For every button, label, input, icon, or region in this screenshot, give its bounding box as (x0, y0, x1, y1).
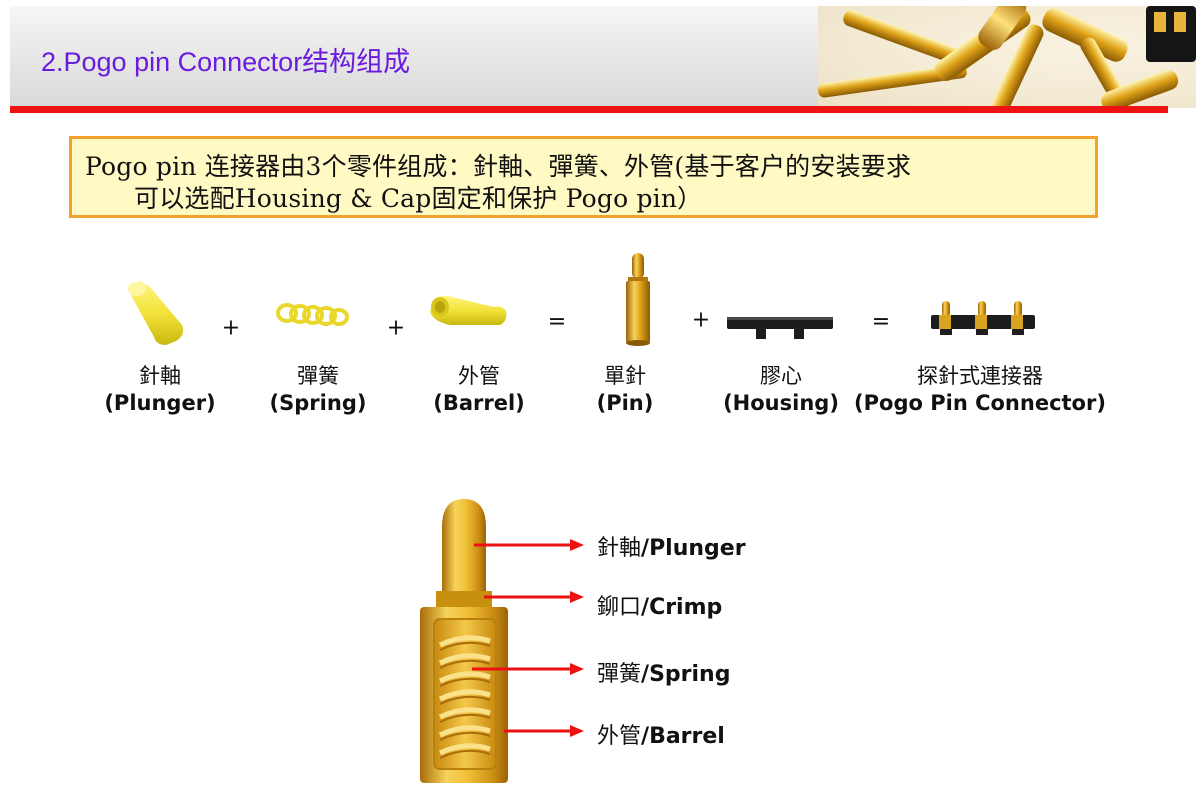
arrow-crimp (484, 591, 584, 603)
component-en: (Housing) (723, 391, 839, 415)
operator-plus-1: + (221, 315, 241, 341)
component-zh: 針軸 (138, 364, 181, 388)
label-zh: 外管 (597, 724, 642, 749)
header-red-rule (10, 106, 1168, 113)
arrow-barrel (504, 725, 584, 737)
label-sep: / (641, 595, 650, 620)
component-en: (Pin) (596, 391, 654, 415)
component-zh: 單針 (604, 364, 646, 388)
component-en: (Pogo Pin Connector) (854, 391, 1106, 415)
component-en: (Spring) (269, 391, 367, 415)
component-zh: 彈簧 (296, 364, 339, 388)
housing-icon (727, 317, 833, 339)
label-en: Barrel (649, 724, 725, 749)
component-en: (Barrel) (433, 391, 525, 415)
label-sep: / (641, 536, 650, 561)
component-label-connector: 探針式連接器 (Pogo Pin Connector) (854, 363, 1106, 417)
intro-callout-box: Pogo pin 连接器由3个零件组成：針軸、彈簧、外管(基于客户的安装要求 可… (69, 136, 1098, 218)
barrel-icon (430, 295, 507, 325)
gold-pins-photo-icon (818, 6, 1196, 108)
diagram-label-crimp: 鉚口/Crimp (597, 589, 722, 621)
connector-icon (931, 301, 1035, 335)
label-zh: 鉚口 (597, 595, 642, 620)
header-pogo-pins-photo (818, 6, 1196, 108)
label-en: Crimp (649, 595, 723, 620)
component-zh: 膠心 (759, 364, 802, 388)
label-en: Spring (649, 662, 731, 687)
components-row (128, 253, 1035, 346)
label-zh: 彈簧 (597, 662, 642, 687)
arrow-spring (472, 663, 584, 675)
operator-equals-1: = (547, 309, 567, 335)
diagram-label-spring: 彈簧/Spring (597, 656, 730, 688)
component-label-barrel: 外管 (Barrel) (433, 363, 525, 417)
component-zh: 探針式連接器 (916, 364, 1043, 388)
component-label-pin: 單針 (Pin) (597, 363, 654, 417)
intro-line-2: 可以选配Housing & Cap固定和保护 Pogo pin） (134, 184, 703, 213)
page-title: 2.Pogo pin Connector结构组成 (41, 47, 411, 77)
label-sep: / (641, 662, 650, 687)
spring-icon (276, 303, 349, 326)
component-label-plunger: 針軸 (Plunger) (104, 363, 215, 417)
component-label-spring: 彈簧 (Spring) (270, 363, 367, 417)
label-sep: / (641, 724, 650, 749)
diagram-label-plunger: 針軸/Plunger (597, 530, 746, 562)
component-label-housing: 膠心 (Housing) (723, 363, 839, 417)
operator-plus-2: + (386, 315, 406, 341)
label-en: Plunger (649, 536, 746, 561)
arrow-plunger (474, 539, 584, 551)
operator-equals-2: = (871, 309, 891, 335)
pogo-pin-cutaway-diagram (420, 499, 584, 783)
component-zh: 外管 (458, 364, 500, 388)
label-zh: 針軸 (597, 536, 642, 561)
pin-icon (626, 253, 650, 346)
intro-line-1: Pogo pin 连接器由3个零件组成：針軸、彈簧、外管(基于客户的安装要求 (85, 152, 912, 181)
plunger-icon (128, 281, 184, 345)
cutaway-pin-icon (420, 499, 508, 783)
diagram-label-barrel: 外管/Barrel (597, 718, 725, 750)
operator-plus-3: + (691, 307, 711, 333)
component-en: (Plunger) (104, 391, 216, 415)
